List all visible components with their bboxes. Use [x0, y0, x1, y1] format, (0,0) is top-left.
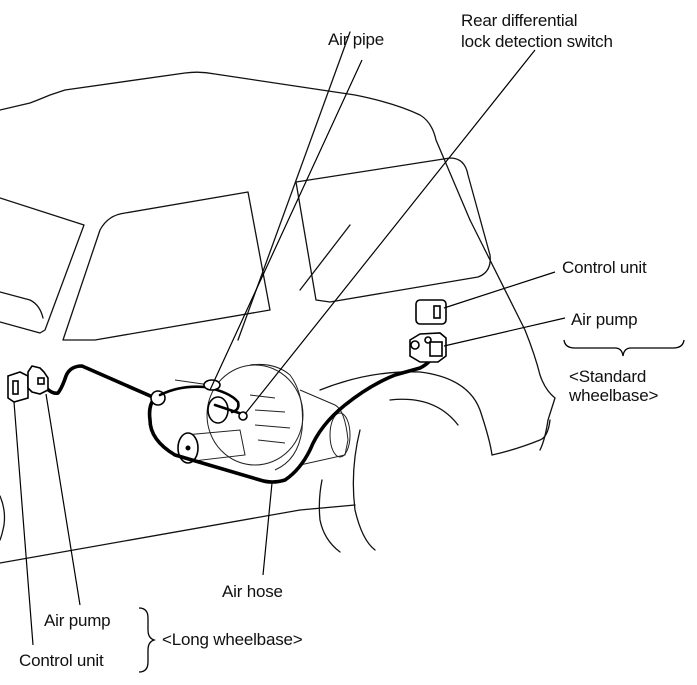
- roof-line: [0, 71, 471, 221]
- leader-control-unit-std: [443, 271, 556, 309]
- label-air-pump-std: Air pump: [571, 310, 638, 329]
- leader-air-hose: [262, 482, 273, 576]
- label-standard-wheelbase-line2: wheelbase>: [569, 386, 659, 405]
- label-air-pipe: Air pipe: [328, 30, 385, 49]
- diff-fins: [249, 394, 291, 444]
- brace-long-wheelbase: [138, 607, 157, 673]
- leader-air-pump-std: [443, 317, 566, 347]
- long-wheelbase-components: [7, 365, 49, 403]
- air-pipe: [158, 385, 240, 414]
- rear-side-window: [295, 157, 491, 303]
- wheel-arch-inner: [389, 398, 459, 426]
- front-window: [0, 197, 85, 334]
- front-window-inner: [0, 291, 44, 319]
- flange-center: [185, 445, 191, 451]
- control-unit-std: [415, 299, 447, 325]
- body-belt-line: [0, 504, 356, 564]
- axle-tube: [299, 389, 349, 466]
- control-unit-std-connector: [433, 305, 441, 319]
- label-control-unit-long: Control unit: [19, 651, 104, 670]
- air-pump-std-body: [429, 341, 443, 357]
- lock-actuator: [207, 396, 229, 424]
- vehicle-body: [0, 31, 556, 564]
- label-rear-diff-switch-line2: lock detection switch: [461, 32, 613, 51]
- control-unit-long-connector: [12, 380, 19, 395]
- rear-differential: [174, 364, 351, 471]
- front-wheel-hint: [0, 495, 6, 541]
- label-control-unit-std: Control unit: [562, 258, 647, 277]
- leader-control-unit-long: [13, 401, 34, 646]
- rear-tire: [352, 429, 376, 551]
- label-long-wheelbase: <Long wheelbase>: [162, 630, 303, 649]
- air-pump-std-port-1: [410, 340, 420, 350]
- axle-end: [329, 412, 351, 458]
- leader-air-pipe: [209, 59, 363, 391]
- middle-window: [62, 191, 271, 341]
- rear-tire-edge: [318, 479, 341, 553]
- label-air-pump-long: Air pump: [44, 611, 111, 630]
- label-standard-wheelbase-line1: <Standard: [569, 367, 647, 386]
- diff-housing-back: [249, 364, 303, 471]
- rear-fender: [491, 419, 551, 456]
- leader-diff-switch: [244, 49, 536, 415]
- air-hose-routing: [38, 350, 436, 484]
- air-hose-long: [38, 350, 436, 484]
- leader-lines: [13, 49, 566, 646]
- rear-edge: [469, 219, 556, 451]
- leader-air-pump-long: [45, 393, 81, 606]
- pillar-line-2: [299, 224, 351, 291]
- brace-standard-wheelbase: [563, 339, 685, 357]
- wheel-arch: [319, 371, 493, 456]
- standard-wheelbase-components: [409, 299, 447, 363]
- label-rear-diff-switch-line1: Rear differential: [461, 11, 578, 30]
- air-pump-long-port: [37, 377, 45, 385]
- label-air-hose: Air hose: [222, 582, 283, 601]
